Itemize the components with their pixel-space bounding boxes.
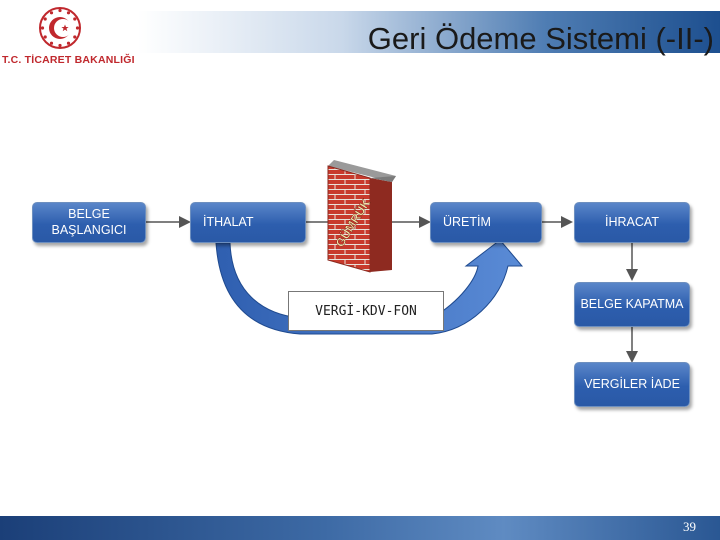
node-ithalat: İTHALAT xyxy=(190,202,306,243)
page-number: 39 xyxy=(683,519,696,534)
node-label: İHRACAT xyxy=(605,214,659,229)
vergi-label: VERGİ-KDV-FON xyxy=(315,303,417,319)
node-vergiler-iade: VERGİLER İADE xyxy=(574,362,690,407)
node-uretim: ÜRETİM xyxy=(430,202,542,243)
customs-wall-icon xyxy=(327,160,396,273)
node-label: İTHALAT xyxy=(203,214,254,229)
node-ihracat: İHRACAT xyxy=(574,202,690,243)
organization-name: T.C. TİCARET BAKANLIĞI xyxy=(2,54,135,66)
node-label: BELGE BAŞLANGICI xyxy=(51,206,127,237)
node-label: BELGE KAPATMA xyxy=(580,296,684,311)
ministry-logo-icon xyxy=(39,7,81,49)
node-label: VERGİLER İADE xyxy=(584,376,680,391)
vergi-kdv-fon-box: VERGİ-KDV-FON xyxy=(288,291,444,331)
page-title: Geri Ödeme Sistemi (-II-) xyxy=(367,21,714,56)
header-bar: Geri Ödeme Sistemi (-II-) xyxy=(138,11,720,56)
node-belge-kapatma: BELGE KAPATMA xyxy=(574,282,690,327)
node-belge-baslangici: BELGE BAŞLANGICI xyxy=(32,202,146,243)
footer-bar xyxy=(0,516,720,540)
bypass-curved-arrow xyxy=(215,239,524,335)
node-label: ÜRETİM xyxy=(443,214,491,229)
